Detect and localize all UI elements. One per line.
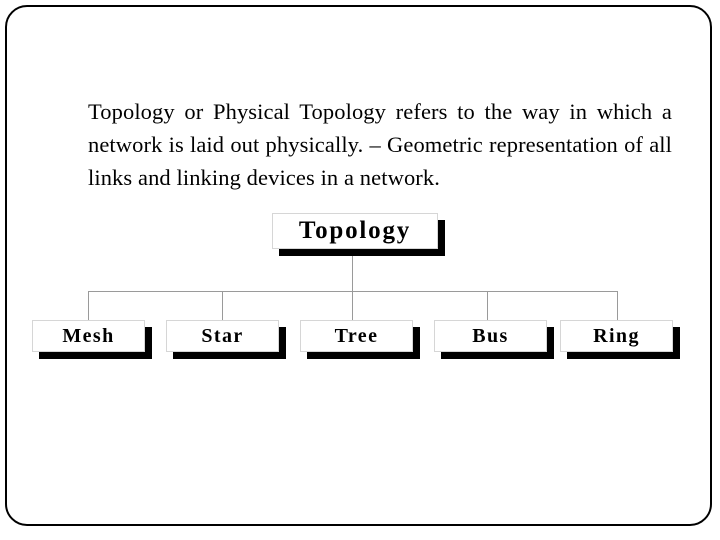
node-bus[interactable]: Bus xyxy=(434,320,547,352)
connector-horizontal-bus xyxy=(88,291,618,292)
node-topology[interactable]: Topology xyxy=(272,213,438,249)
connector-drop-tree xyxy=(352,291,353,320)
node-bus-label: Bus xyxy=(472,324,509,347)
body-paragraph: Topology or Physical Topology refers to … xyxy=(88,98,672,190)
connector-drop-star xyxy=(222,291,223,320)
connector-drop-mesh xyxy=(88,291,89,320)
node-ring[interactable]: Ring xyxy=(560,320,673,352)
connector-drop-bus xyxy=(487,291,488,320)
connector-drop-ring xyxy=(617,291,618,320)
node-tree-label: Tree xyxy=(334,324,379,347)
slide-border-frame xyxy=(5,5,712,526)
node-mesh-label: Mesh xyxy=(62,324,115,347)
node-topology-label: Topology xyxy=(298,217,412,244)
node-star-label: Star xyxy=(201,324,244,347)
connector-root-stem xyxy=(352,249,353,292)
node-tree[interactable]: Tree xyxy=(300,320,413,352)
node-mesh[interactable]: Mesh xyxy=(32,320,145,352)
node-star[interactable]: Star xyxy=(166,320,279,352)
node-ring-label: Ring xyxy=(593,324,640,347)
